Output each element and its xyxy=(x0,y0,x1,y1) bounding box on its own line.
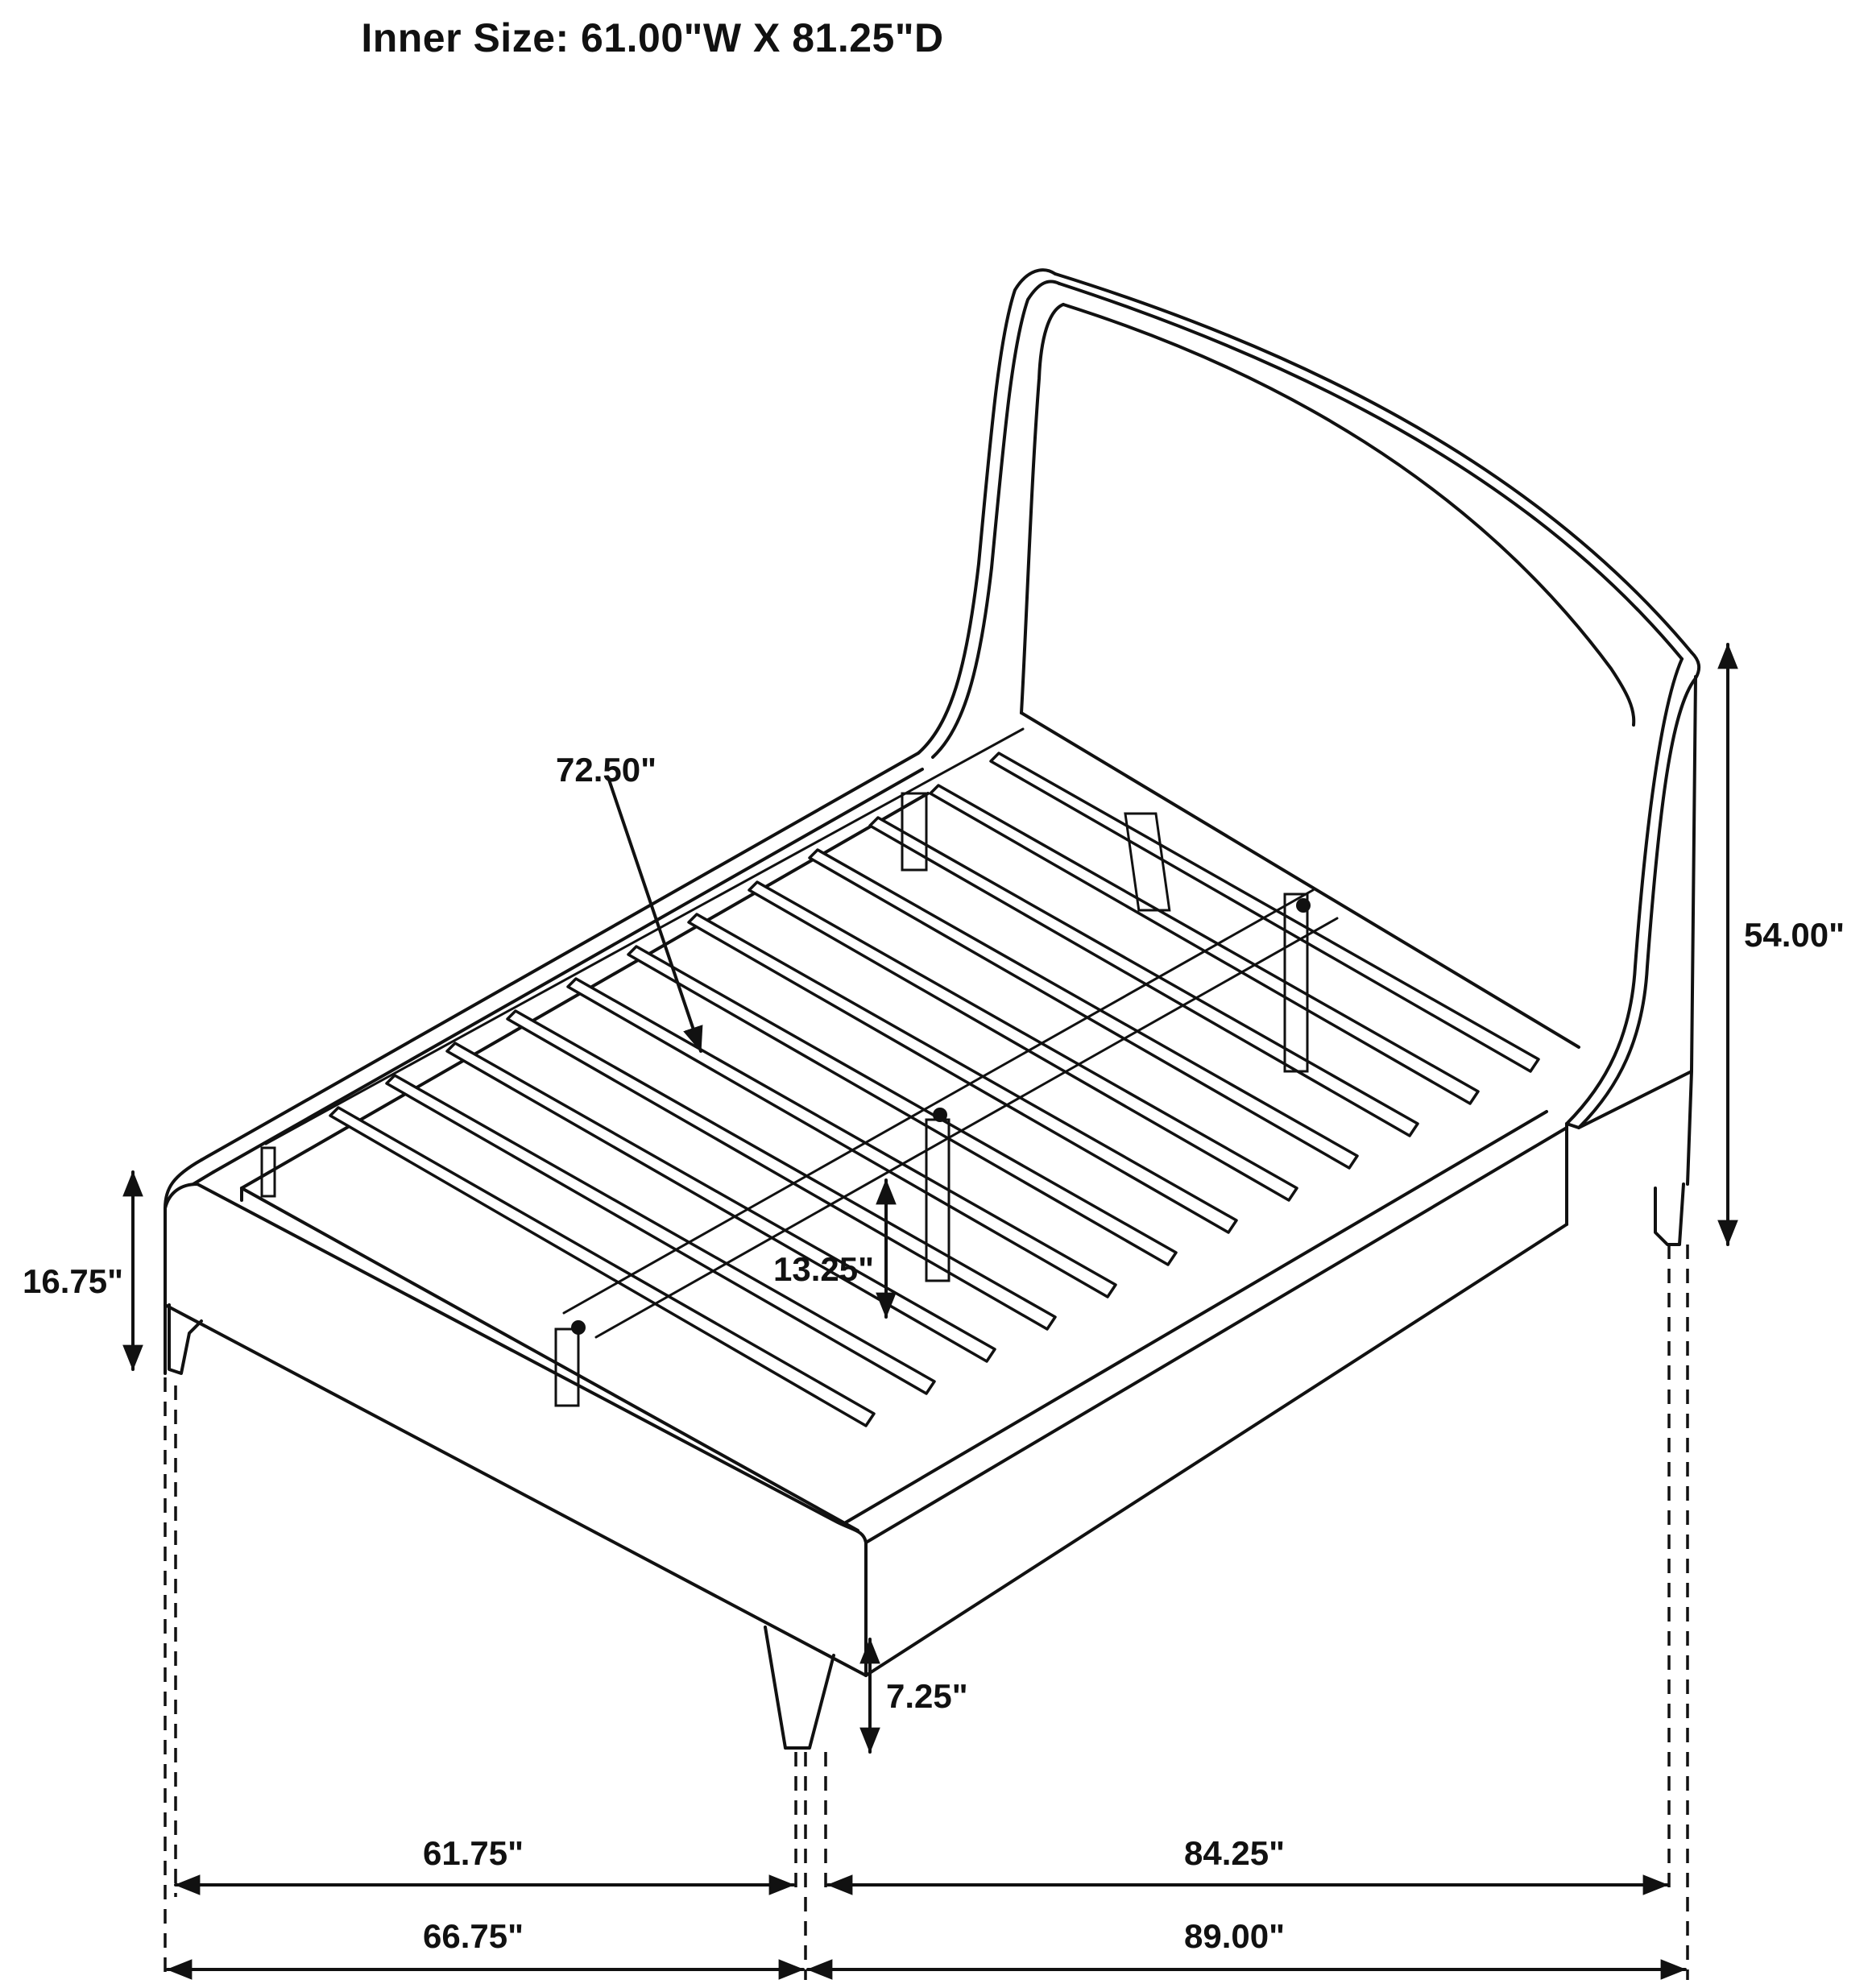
slat-length-label: 72.50" xyxy=(556,751,656,789)
page-title: Inner Size: 61.00"W X 81.25"D xyxy=(361,15,944,60)
bed-legs xyxy=(164,1182,1685,1750)
overall-width-label: 66.75" xyxy=(423,1917,524,1955)
headboard xyxy=(917,268,1701,1226)
dimension-lines xyxy=(122,643,1738,1980)
slats xyxy=(260,727,1540,1427)
overall-length-label: 89.00" xyxy=(1184,1917,1285,1955)
under-bed-clearance-label: 13.25" xyxy=(773,1250,874,1288)
inner-width-label: 61.75" xyxy=(423,1834,524,1872)
leg-height-label: 7.25" xyxy=(886,1677,968,1715)
headboard-height-label: 54.00" xyxy=(1744,916,1845,954)
footboard-height-label: 16.75" xyxy=(23,1262,123,1300)
inner-length-label: 84.25" xyxy=(1184,1834,1285,1872)
